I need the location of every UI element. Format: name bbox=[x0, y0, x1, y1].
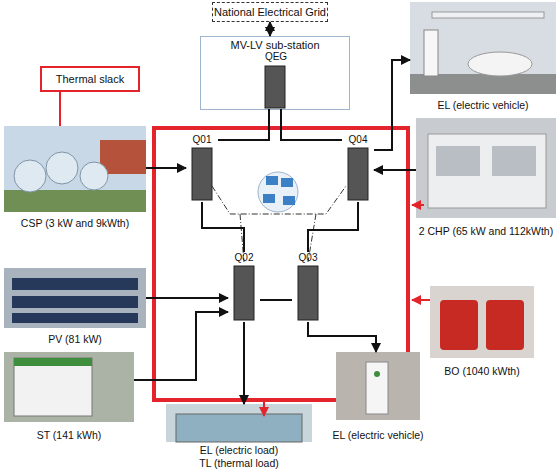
pv-panel bbox=[12, 313, 138, 323]
computer-symbol bbox=[281, 178, 293, 187]
storage-container bbox=[14, 358, 92, 416]
photo-node: EL (electric vehicle) bbox=[410, 2, 556, 112]
pv-panel bbox=[12, 278, 138, 290]
photo-building bbox=[100, 140, 146, 174]
photo-background bbox=[430, 286, 534, 358]
node-label: ST (141 kWh) bbox=[37, 429, 102, 442]
cabinet-node: Q04 bbox=[342, 134, 374, 202]
csp-dish bbox=[80, 162, 108, 190]
cabinet-node: Q03 bbox=[292, 252, 324, 322]
photo-sky bbox=[4, 126, 146, 212]
pv-panel bbox=[12, 296, 138, 308]
node-label: TL (thermal load) bbox=[199, 457, 279, 470]
thermal-arrow bbox=[263, 402, 265, 416]
connector bbox=[260, 299, 292, 301]
charger-light bbox=[374, 371, 380, 377]
connector bbox=[146, 167, 186, 169]
connector bbox=[374, 60, 410, 150]
connector bbox=[134, 312, 228, 380]
substation-box: MV-LV sub-stationQEG bbox=[200, 36, 350, 110]
node-label: Q03 bbox=[299, 252, 318, 264]
cabinet-symbol bbox=[192, 148, 212, 200]
photo-background bbox=[336, 352, 420, 420]
cabinet-node: QEG bbox=[259, 51, 293, 109]
connector bbox=[202, 202, 244, 252]
network-icon bbox=[258, 172, 298, 212]
connector bbox=[146, 297, 228, 299]
connector bbox=[269, 22, 271, 36]
building bbox=[176, 414, 302, 442]
car bbox=[468, 52, 532, 76]
cabinet-node: Q01 bbox=[186, 134, 218, 202]
photo-node: 2 CHP (65 kW and 112kWth) bbox=[416, 118, 556, 238]
photo-node: PV (81 kW) bbox=[4, 268, 146, 346]
chp-container bbox=[428, 134, 546, 208]
cabinet-symbol bbox=[348, 148, 368, 200]
node-label: PV (81 kW) bbox=[48, 333, 102, 346]
connector bbox=[374, 169, 416, 171]
cabinet-symbol bbox=[265, 66, 285, 108]
node-label: Q01 bbox=[193, 134, 212, 146]
connector bbox=[308, 322, 376, 352]
computer-symbol bbox=[266, 176, 278, 185]
photo-node: EL (electric vehicle) bbox=[326, 352, 430, 442]
chp-vent bbox=[492, 146, 536, 176]
thermal-box: Thermal slack bbox=[40, 66, 140, 92]
node-label: EL (electric vehicle) bbox=[332, 429, 423, 442]
node-label: National Electrical Grid bbox=[214, 6, 326, 19]
photo-node: BO (1040 kWth) bbox=[430, 286, 534, 378]
node-label: Thermal slack bbox=[56, 73, 124, 86]
grid-box: National Electrical Grid bbox=[212, 2, 328, 22]
storage-stripe bbox=[14, 358, 92, 366]
thermal-arrow bbox=[412, 204, 424, 206]
node-label: BO (1040 kWth) bbox=[444, 365, 519, 378]
cabinet-symbol bbox=[298, 266, 318, 320]
photo-background bbox=[4, 268, 146, 328]
photo-sky bbox=[166, 404, 312, 442]
chp-vent bbox=[436, 146, 480, 176]
photo-node: EL (electric load)TL (thermal load) bbox=[166, 404, 312, 470]
computer-symbol bbox=[283, 196, 295, 205]
photo-node: CSP (3 kW and 9kWth) bbox=[4, 126, 146, 230]
node-label: Q04 bbox=[349, 134, 368, 146]
connector bbox=[218, 109, 269, 140]
node-label: Q02 bbox=[235, 252, 254, 264]
photo-background bbox=[416, 118, 556, 218]
boiler bbox=[440, 300, 478, 350]
photo-background bbox=[4, 352, 134, 422]
cabinet-node: Q02 bbox=[228, 252, 260, 322]
node-label: CSP (3 kW and 9kWth) bbox=[21, 217, 129, 230]
photo-node: ST (141 kWh) bbox=[4, 352, 134, 442]
node-label: QEG bbox=[265, 51, 287, 63]
carport-roof bbox=[432, 12, 544, 18]
computer-symbol bbox=[263, 194, 275, 203]
photo-ground bbox=[410, 74, 556, 94]
thermal-arrow bbox=[412, 299, 430, 301]
csp-dish bbox=[46, 152, 78, 184]
node-label: EL (electric vehicle) bbox=[437, 99, 528, 112]
csp-dish bbox=[14, 160, 46, 192]
connector bbox=[59, 92, 61, 126]
node-label: MV-LV sub-station bbox=[230, 39, 319, 52]
cabinet-symbol bbox=[234, 266, 254, 320]
photo-sky bbox=[410, 2, 556, 94]
connector bbox=[243, 322, 245, 404]
photo-ground bbox=[4, 190, 146, 212]
boiler bbox=[486, 300, 524, 350]
connector bbox=[281, 109, 342, 140]
charger bbox=[424, 30, 438, 76]
charger bbox=[366, 362, 388, 414]
node-label: 2 CHP (65 kW and 112kWth) bbox=[419, 225, 553, 238]
connector bbox=[308, 202, 358, 252]
node-label: EL (electric load) bbox=[200, 444, 278, 457]
